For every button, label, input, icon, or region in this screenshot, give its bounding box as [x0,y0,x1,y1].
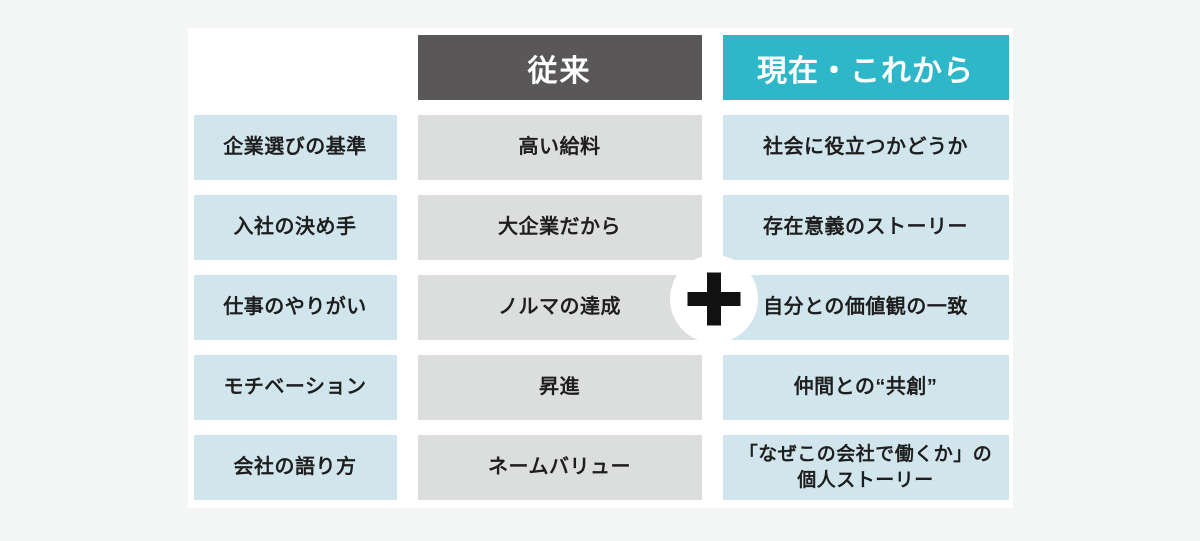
traditional-cell: 昇進 [417,355,702,420]
traditional-cell: 高い給料 [417,115,702,180]
plus-vertical-bar [706,272,721,326]
category-cell: 仕事のやりがい [193,275,397,340]
category-cell: モチベーション [193,355,397,420]
comparison-card: 従来 現在・これから 企業選びの基準 高い給料 社会に役立つかどうか 入社の決め… [187,28,1013,508]
current-cell: 「なぜこの会社で働くか」の 個人ストーリー [722,435,1009,500]
traditional-cell: 大企業だから [417,195,702,260]
category-cell: 企業選びの基準 [193,115,397,180]
current-cell: 社会に役立つかどうか [722,115,1009,180]
traditional-column-header: 従来 [417,35,702,100]
plus-icon [669,255,758,343]
current-cell: 存在意義のストーリー [722,195,1009,260]
category-cell: 入社の決め手 [193,195,397,260]
traditional-cell: ノルマの達成 [417,275,702,340]
current-cell: 仲間との“共創” [722,355,1009,420]
category-cell: 会社の語り方 [193,435,397,500]
traditional-cell: ネームバリュー [417,435,702,500]
comparison-grid: 従来 現在・これから 企業選びの基準 高い給料 社会に役立つかどうか 入社の決め… [193,35,1009,500]
current-cell: 自分との価値観の一致 [722,275,1009,340]
header-spacer [194,35,397,100]
current-column-header: 現在・これから [722,35,1009,100]
